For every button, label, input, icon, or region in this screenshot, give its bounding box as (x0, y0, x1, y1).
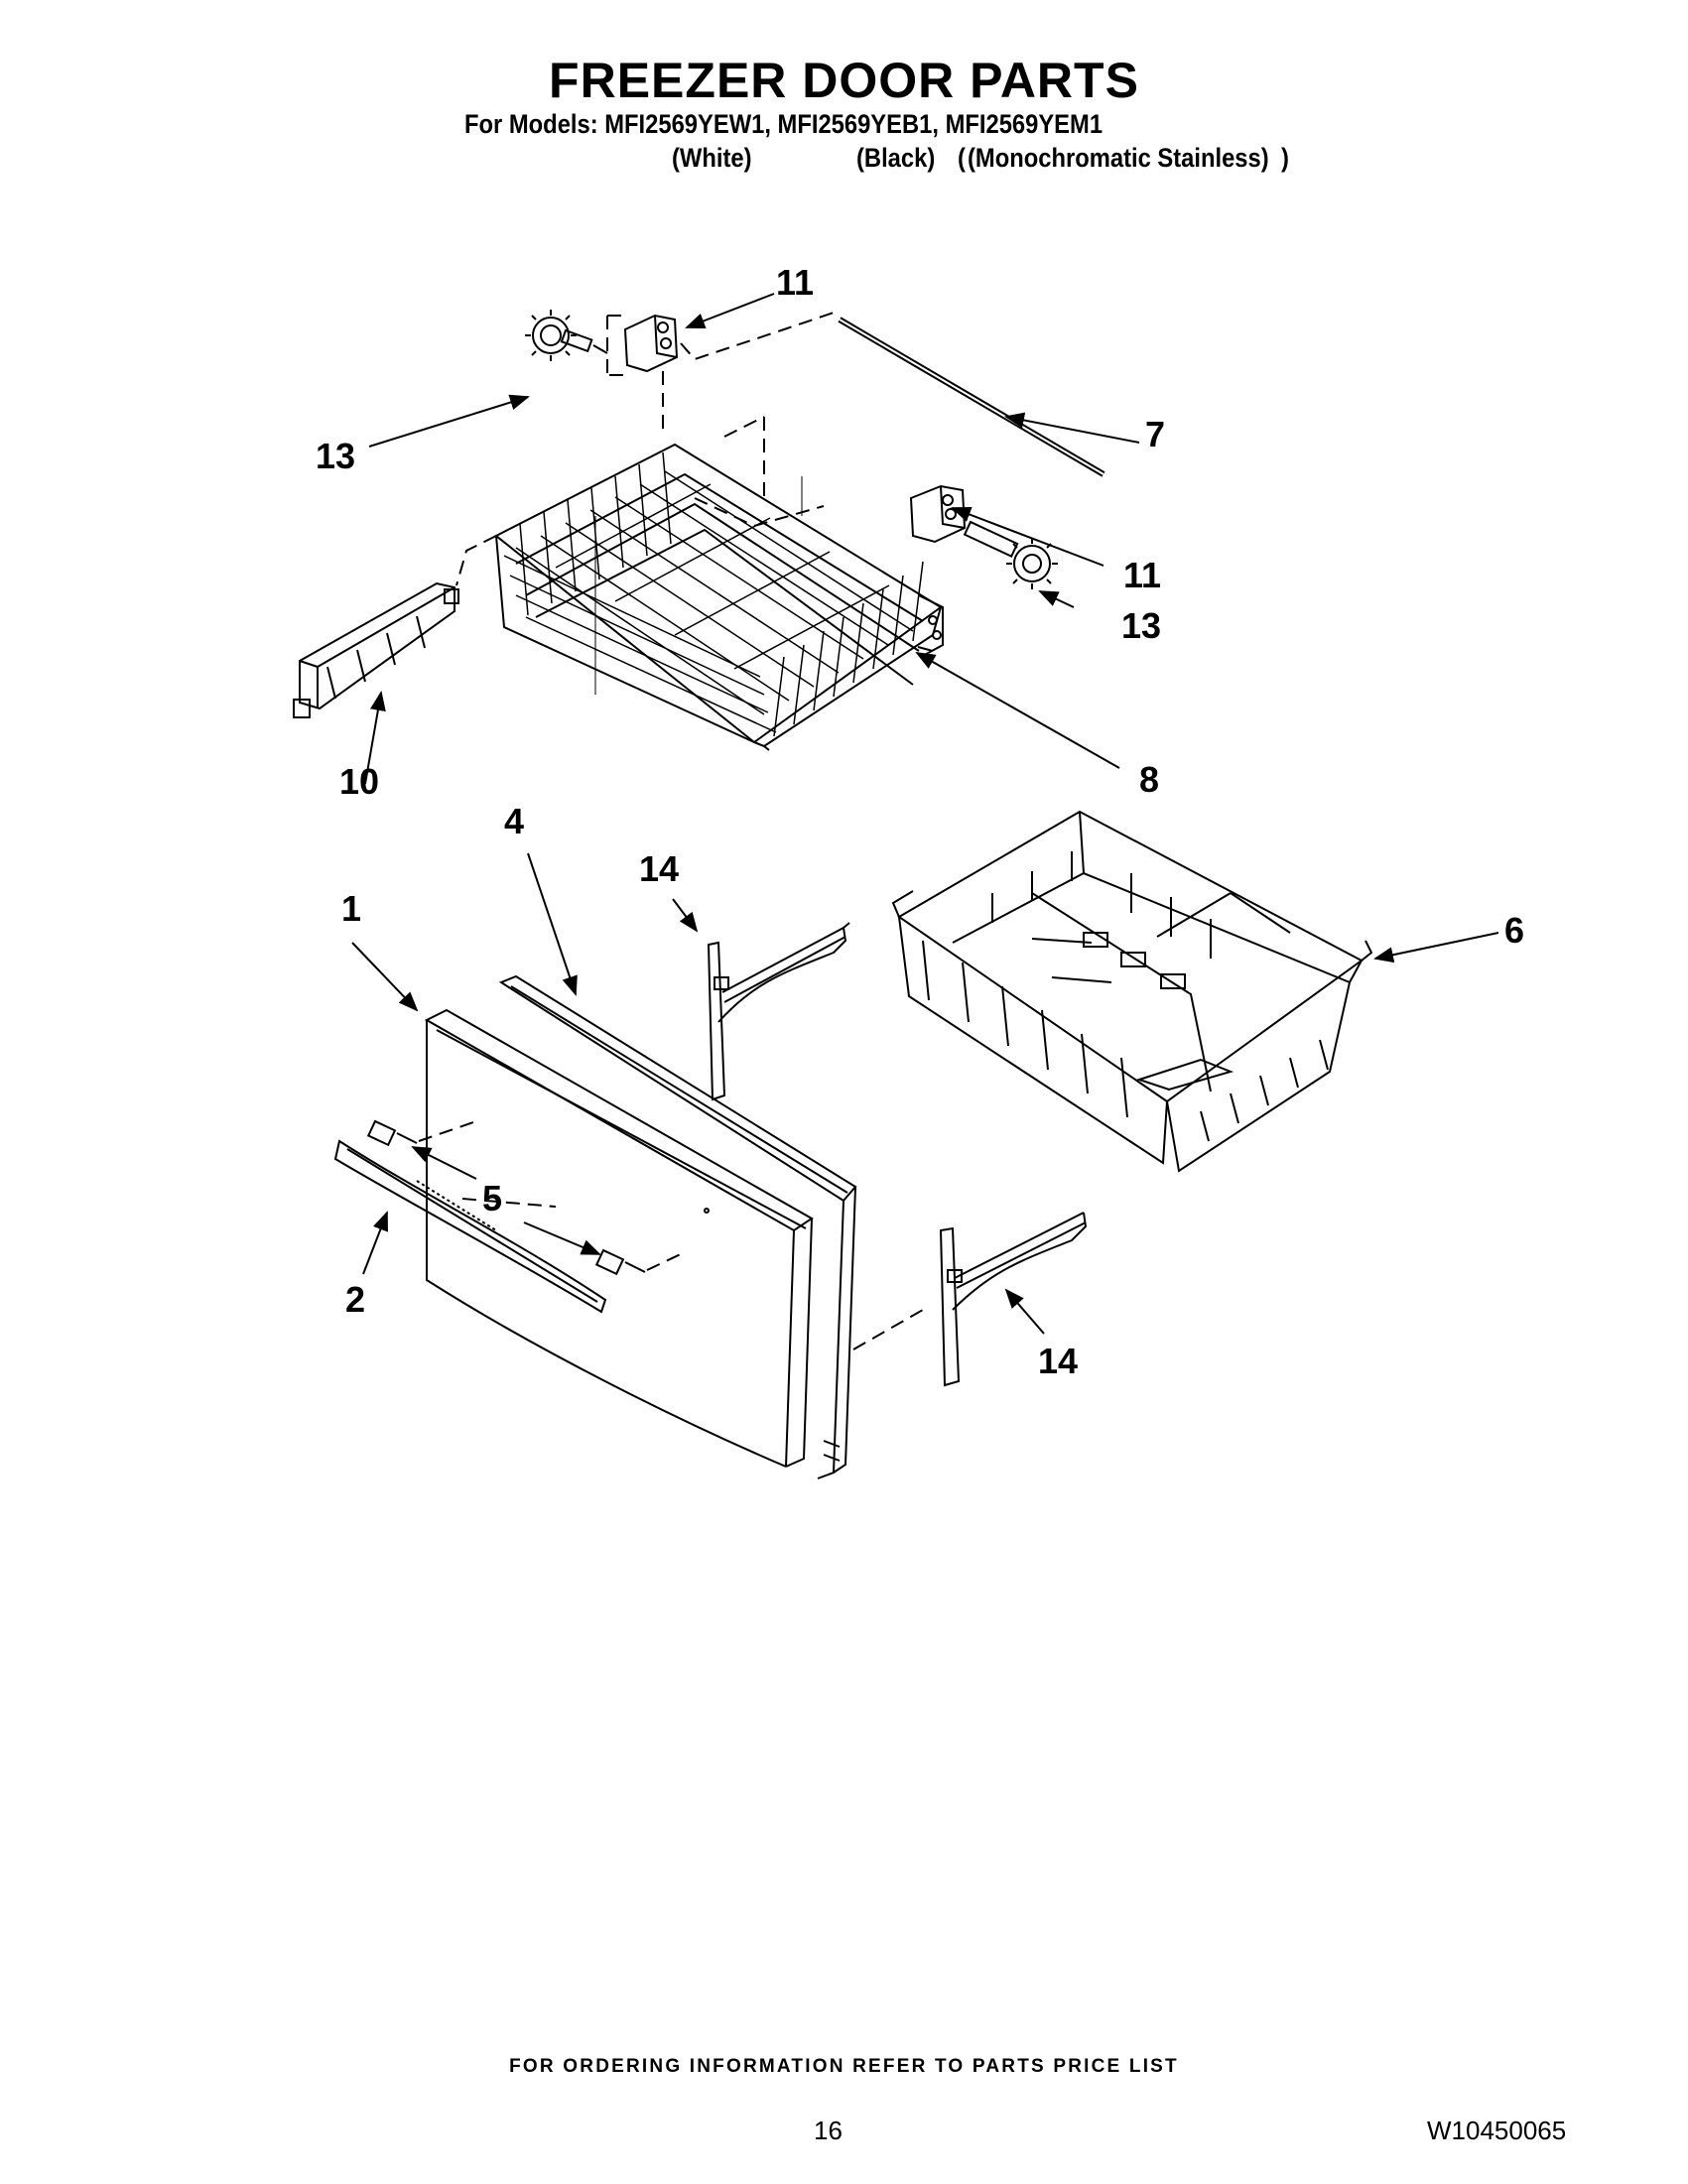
variant-black: (Black) (856, 143, 936, 173)
freezer-bin (891, 810, 1373, 1173)
variant-white: (White) (672, 143, 752, 173)
gear-part-upper (525, 310, 608, 361)
ordering-note: FOR ORDERING INFORMATION REFER TO PARTS … (509, 2056, 1179, 2077)
variant-close: ) (1281, 143, 1289, 173)
side-rail (293, 581, 459, 718)
variant-stainless-open: ( (958, 143, 966, 173)
bracket-part-lower (909, 484, 967, 544)
rod-part (838, 317, 1105, 477)
callout-4: 4 (504, 801, 524, 841)
wire-basket-grid (503, 451, 924, 737)
screw-part (366, 1119, 686, 1276)
page-title: FREEZER DOOR PARTS (549, 53, 1139, 108)
callout-8: 8 (1139, 759, 1159, 800)
bracket-part-upper (606, 312, 835, 437)
drawer-slide-upper (707, 922, 850, 1101)
callout-13-lower: 13 (1121, 605, 1161, 646)
models-line: For Models: MFI2569YEW1, MFI2569YEB1, MF… (464, 109, 1104, 139)
drawer-slide-lower (852, 1212, 1088, 1387)
callout-7: 7 (1145, 414, 1165, 454)
door-handle (333, 1139, 607, 1314)
variant-stainless: (Monochromatic Stainless) (968, 143, 1269, 173)
page-number: 16 (814, 2116, 843, 2145)
wire-basket (455, 416, 944, 751)
callout-2: 2 (345, 1279, 365, 1320)
callout-11-upper: 11 (776, 262, 814, 303)
leader-lines (351, 293, 1499, 1335)
callout-11-lower: 11 (1123, 555, 1161, 595)
freezer-door-panel (424, 1008, 814, 1468)
door-gasket (498, 974, 857, 1479)
gear-part-lower (963, 520, 1058, 589)
callout-6: 6 (1504, 910, 1524, 951)
callout-10: 10 (339, 761, 379, 802)
document-number: W10450065 (1427, 2116, 1567, 2145)
callout-1: 1 (341, 888, 361, 929)
callout-14-lower: 14 (1038, 1341, 1078, 1381)
callout-14-upper: 14 (639, 848, 679, 889)
callout-13-upper: 13 (316, 436, 355, 476)
callout-5: 5 (482, 1178, 502, 1219)
